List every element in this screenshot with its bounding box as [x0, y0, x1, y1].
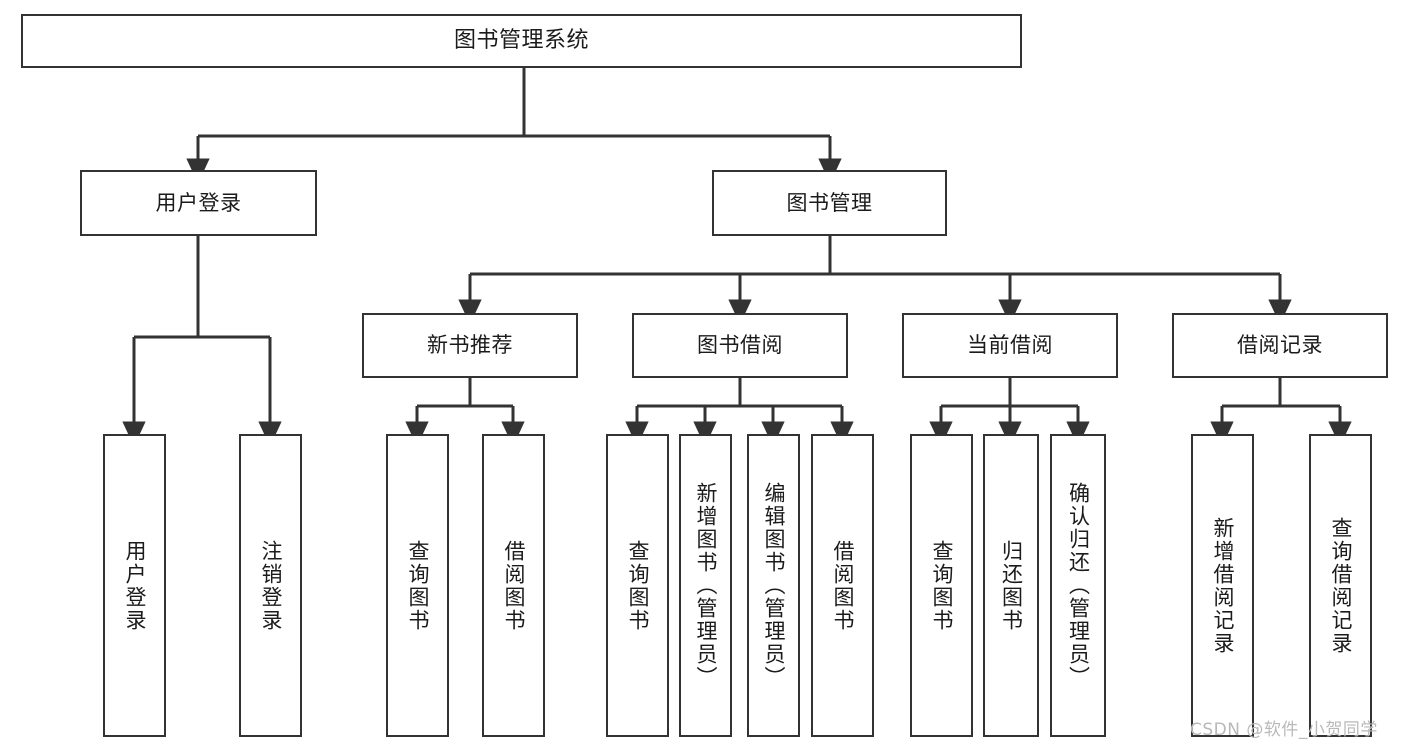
csdn-watermark: CSDN @软件_小贺同学 [1190, 720, 1378, 740]
node-label: 图书管理系统 [453, 28, 589, 54]
node-label: 用户登录 [155, 190, 242, 215]
node-label: 查询图书 [406, 539, 430, 632]
leaf-new-book-borrow[interactable]: 借阅图书 [482, 434, 545, 737]
leaf-book-borrow-add[interactable]: 新增图书（管理员） [679, 434, 732, 737]
node-label: 查询图书 [626, 539, 650, 632]
node-label: 新增图书（管理员） [694, 482, 718, 689]
node-label: 借阅图书 [502, 539, 526, 632]
node-label: 归还图书 [999, 539, 1024, 632]
leaf-book-borrow-edit[interactable]: 编辑图书（管理员） [747, 434, 800, 737]
node-user-login[interactable]: 用户登录 [80, 170, 317, 236]
node-new-book-recommend[interactable]: 新书推荐 [362, 313, 578, 378]
node-label: 图书管理 [786, 190, 873, 215]
node-label: 图书借阅 [697, 333, 783, 358]
node-label: 新书推荐 [427, 333, 513, 358]
node-root-book-management-system[interactable]: 图书管理系统 [21, 14, 1022, 68]
node-label: 当前借阅 [967, 333, 1053, 358]
node-borrow-record[interactable]: 借阅记录 [1172, 313, 1388, 378]
node-label: 查询图书 [930, 539, 954, 632]
leaf-current-borrow-return[interactable]: 归还图书 [983, 434, 1039, 737]
leaf-book-borrow-borrow[interactable]: 借阅图书 [811, 434, 874, 737]
leaf-new-book-query[interactable]: 查询图书 [386, 434, 449, 737]
leaf-current-borrow-query[interactable]: 查询图书 [910, 434, 973, 737]
leaf-borrow-record-query[interactable]: 查询借阅记录 [1309, 434, 1372, 737]
node-current-borrow[interactable]: 当前借阅 [902, 313, 1118, 378]
node-label: 新增借阅记录 [1211, 516, 1235, 655]
leaf-current-borrow-confirm-return[interactable]: 确认归还（管理员） [1050, 434, 1106, 737]
node-label: 借阅图书 [831, 539, 855, 632]
leaf-user-login-login[interactable]: 用户登录 [103, 434, 166, 737]
node-label: 编辑图书（管理员） [762, 482, 786, 689]
node-label: 注销登录 [259, 539, 283, 632]
node-label: 借阅记录 [1237, 333, 1323, 358]
node-label: 查询借阅记录 [1329, 516, 1353, 655]
node-label: 用户登录 [123, 539, 147, 632]
leaf-borrow-record-add[interactable]: 新增借阅记录 [1191, 434, 1254, 737]
node-book-management[interactable]: 图书管理 [712, 170, 947, 236]
leaf-user-login-logout[interactable]: 注销登录 [239, 434, 302, 737]
node-book-borrow[interactable]: 图书借阅 [632, 313, 848, 378]
node-label: 确认归还（管理员） [1066, 482, 1091, 689]
leaf-book-borrow-query[interactable]: 查询图书 [606, 434, 669, 737]
